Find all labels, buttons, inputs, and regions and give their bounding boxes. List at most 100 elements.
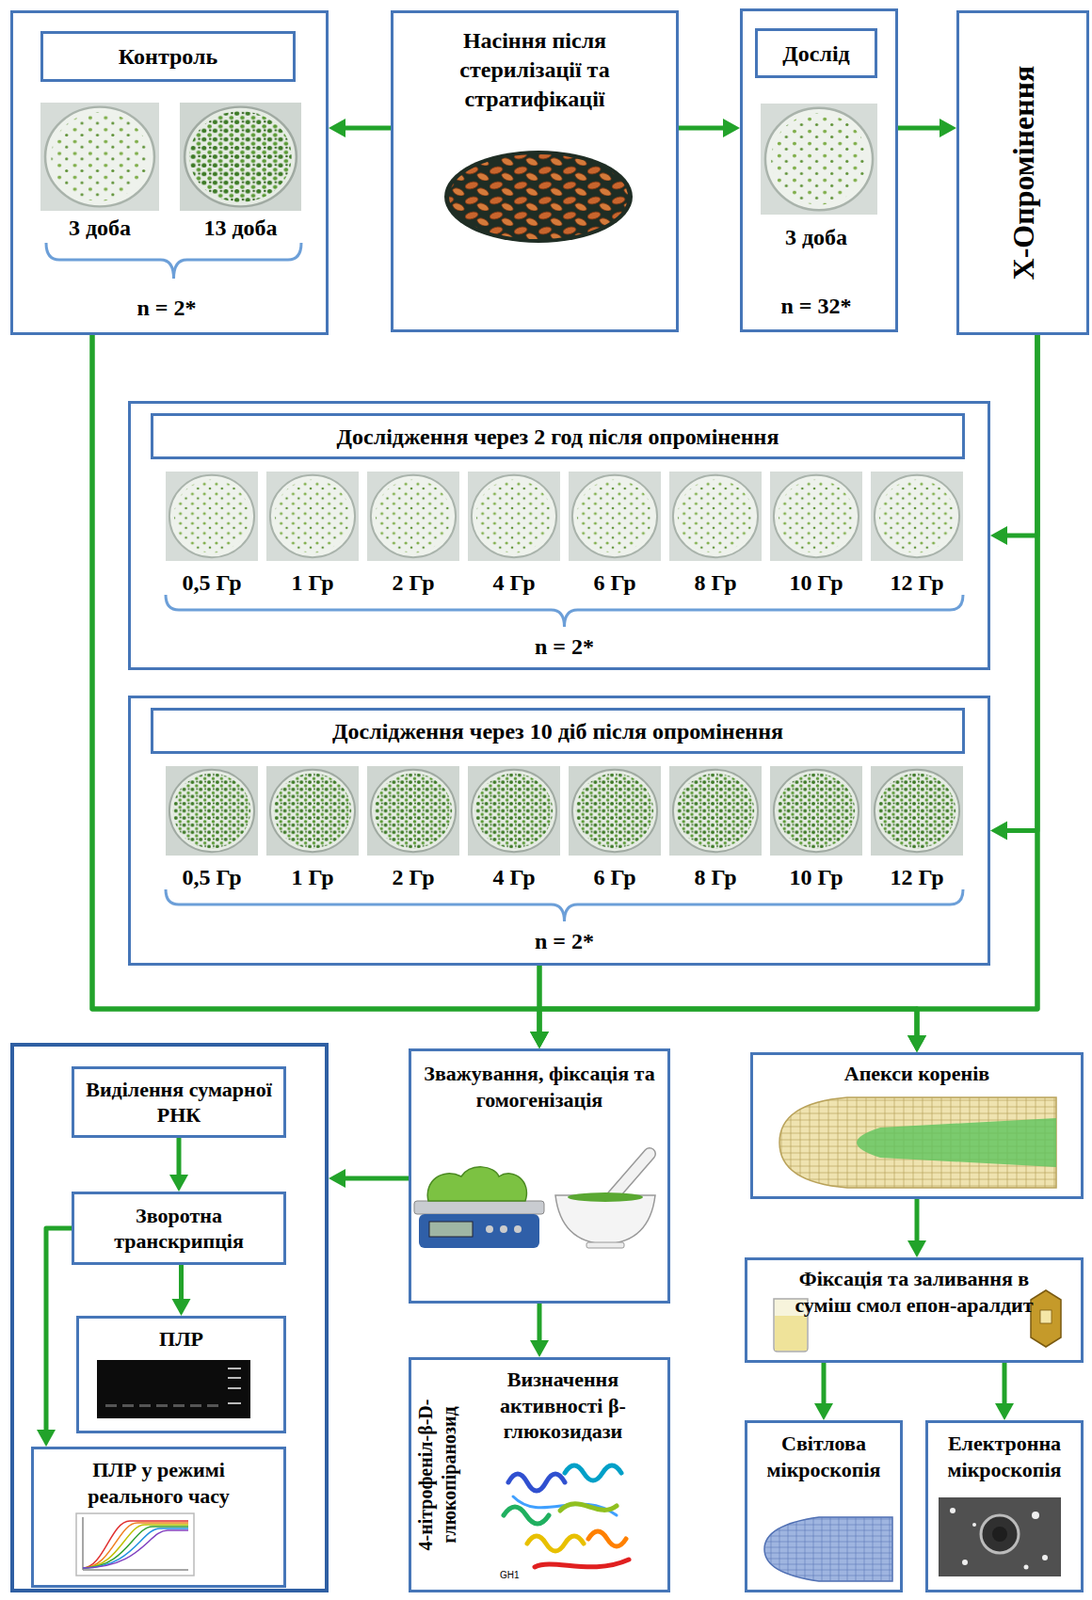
electron-micrograph [992, 1526, 1008, 1542]
arrow-connector [169, 1138, 189, 1192]
petri-dish-photos [568, 766, 661, 856]
gel-image [173, 1404, 185, 1408]
gel-image [227, 1402, 241, 1405]
scale-and-mortar [499, 1225, 508, 1234]
arrow-connector [328, 118, 391, 138]
group-box: 3 доба n = 32* Дослід [739, 8, 899, 333]
light-micrograph [764, 1517, 893, 1582]
gel-image [96, 1360, 251, 1419]
arrow-connector [539, 965, 927, 1053]
connector-line [898, 126, 943, 131]
qpcr-curves [82, 1569, 189, 1572]
root-apex [779, 1097, 1057, 1189]
arrowhead [328, 118, 346, 138]
petri-dish-photos [568, 471, 661, 562]
box-label: Зважування, фіксація та гомогенізація [419, 1060, 660, 1113]
gel-image [105, 1404, 117, 1408]
electron-micrograph [1042, 1555, 1048, 1561]
scale-and-mortar [555, 1195, 656, 1245]
connector-line [539, 965, 917, 1039]
qpcr-curves [82, 1528, 189, 1569]
arrow-connector [907, 335, 1038, 1053]
process-box: 4-нітрофеніл-β-D-глюкопіранозидВизначенн… [408, 1357, 671, 1593]
arrowhead [529, 1031, 549, 1049]
qpcr-curves [82, 1530, 189, 1569]
connector-line [1004, 335, 1038, 536]
box-label: 10 Гр [762, 863, 870, 892]
box-label: Зворотна транскрипція [79, 1203, 279, 1255]
arrowhead [169, 1174, 189, 1192]
petri-dish-photos [467, 471, 561, 562]
electron-micrograph [962, 1559, 968, 1566]
seeds-photo [444, 150, 633, 243]
arrow-connector [995, 1363, 1014, 1421]
box-label: Насіння після стерилізації та стратифіка… [411, 26, 659, 115]
gel-image [227, 1387, 241, 1390]
qpcr-curves [76, 1513, 194, 1576]
box-label: Дослід [759, 39, 873, 68]
arrow-connector [36, 1228, 72, 1447]
box-label: n = 2* [10, 293, 323, 322]
light-micrograph [764, 1517, 893, 1582]
qpcr-curves [82, 1526, 189, 1569]
qpcr-curves [82, 1525, 189, 1569]
box-label: 12 Гр [863, 863, 971, 892]
petri-dish-photos [40, 102, 964, 856]
process-box: Насіння після стерилізації та стратифіка… [390, 10, 679, 333]
petri-dish-photos [266, 471, 359, 562]
box-label: 0,5 Гр [158, 863, 266, 892]
scale-and-mortar [418, 1214, 540, 1249]
arrowhead [529, 1340, 549, 1358]
process-box: Електронна мікроскопія [925, 1420, 1084, 1593]
box-label: Виділення сумарної РНК [79, 1076, 279, 1129]
curly-brace [165, 594, 964, 627]
gel-image [156, 1404, 168, 1408]
box-label: Визначення активності β-глюкозидази [461, 1366, 665, 1446]
box-label: ПЛР у режимі реального часу [57, 1457, 260, 1510]
connector-line [1004, 335, 1038, 832]
scale-and-mortar [414, 1154, 656, 1249]
scale-and-mortar [611, 1154, 650, 1198]
arrowhead [939, 118, 957, 138]
connector-line [46, 1228, 72, 1433]
box-label: Світлова мікроскопія [753, 1430, 895, 1483]
group-box: 3 доба13 добаn = 2*Контроль [10, 10, 329, 336]
box-label: n = 2* [165, 927, 964, 956]
arrowhead [995, 1403, 1014, 1421]
header-box: Дослідження через 10 діб після опромінен… [150, 707, 965, 755]
box-label: 3 доба [739, 223, 893, 252]
connector-line [821, 1363, 827, 1407]
connector-line [1002, 1363, 1008, 1407]
protein-structure [564, 1465, 622, 1481]
box-label: 3 доба [40, 213, 160, 242]
arrowhead [529, 1031, 549, 1049]
arrowhead [529, 1031, 549, 1049]
arrow-connector [990, 335, 1038, 546]
gel-image [207, 1404, 219, 1408]
seeds-photo [449, 154, 628, 240]
protein-structure [513, 1496, 617, 1516]
box-label: X-Опромінення [1004, 19, 1043, 326]
scale-and-mortar [513, 1225, 522, 1234]
curly-brace [165, 889, 964, 922]
protein-structure [508, 1474, 565, 1492]
petri-dish-photos [165, 766, 258, 856]
electron-micrograph [980, 1515, 1019, 1554]
scale-and-mortar [611, 1154, 650, 1198]
box-label: 0,5 Гр [158, 568, 266, 597]
electron-micrograph [938, 1497, 1061, 1577]
box-label: 4 Гр [460, 568, 568, 597]
arrowhead [814, 1403, 834, 1421]
box-label: 2 Гр [359, 568, 467, 597]
process-box: ПЛР у режимі реального часу [31, 1446, 287, 1589]
petri-dish-photos [760, 103, 878, 215]
scale-and-mortar [427, 1167, 527, 1202]
arrowhead [722, 118, 740, 138]
connector-line [342, 126, 391, 131]
box-label: n = 32* [739, 291, 893, 321]
scale-and-mortar [485, 1225, 494, 1234]
process-box: Виділення сумарної РНК [71, 1066, 287, 1139]
protein-structure [588, 1531, 627, 1547]
